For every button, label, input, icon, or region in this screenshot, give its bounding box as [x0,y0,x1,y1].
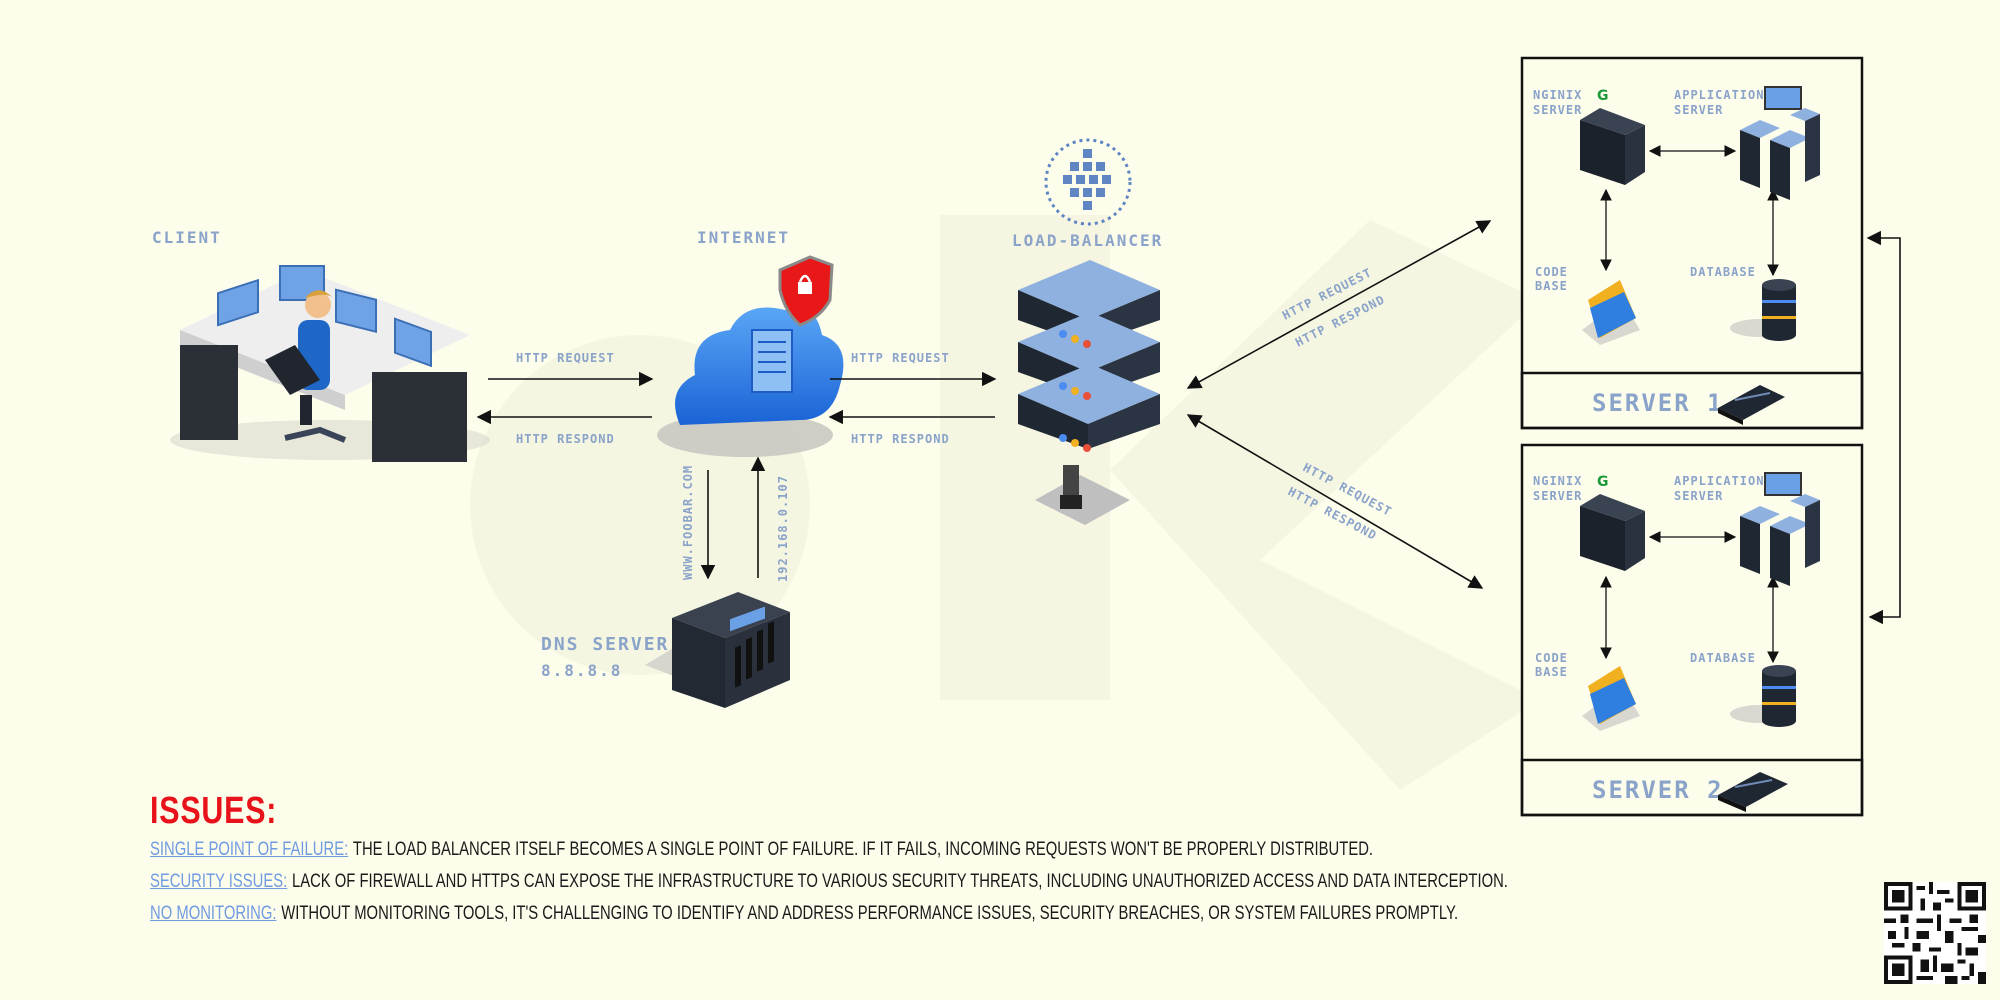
issue-key: SECURITY ISSUES: [150,871,288,892]
server2-codebase-folder-icon [1582,666,1640,731]
shield-icon [778,255,834,327]
issue-text: WITHOUT MONITORING TOOLS, IT'S CHALLENGI… [281,903,1459,924]
dns-answer-label: 192.168.0.107 [776,475,790,582]
server1-code-label-2: BASE [1535,279,1568,293]
server2-app-label: APPLICATION [1674,474,1764,488]
svg-text:G: G [1597,474,1609,490]
server2-db-label: DATABASE [1690,651,1756,665]
client-workstation-icon [170,265,490,462]
server2-name: SERVER 2 [1592,776,1724,804]
dns-ip: 8.8.8.8 [541,661,622,680]
client-label: CLIENT [152,228,222,247]
issue-key: NO MONITORING: [150,903,277,924]
server1-name: SERVER 1 [1592,389,1724,417]
issue-item: SECURITY ISSUES:LACK OF FIREWALL AND HTT… [150,866,1508,898]
svg-text:G: G [1597,88,1609,104]
server1-codebase-folder-icon [1582,280,1640,345]
server2-code-label-2: BASE [1535,665,1568,679]
server1-link-arrow [1186,220,1492,389]
server2-code-label: CODE [1535,651,1568,665]
server2-rack-icon [1718,772,1788,812]
issues-section: ISSUES: SINGLE POINT OF FAILURE:THE LOAD… [150,788,1650,930]
dns-label: DNS SERVER [541,634,669,655]
load-balancer-label: LOAD-BALANCER [1012,231,1163,250]
server1-database-icon [1730,279,1796,341]
server2-nginix-label: NGINIX [1533,474,1582,488]
cloud-icon [657,307,844,457]
load-balancer-server-icon [1018,260,1160,525]
server1-box: SERVER 1 NGINIX SERVER APPLICATION SERVE… [1520,56,1864,430]
load-balancer-logo-icon [1044,138,1132,226]
issues-title: ISSUES: [150,790,278,832]
dns-server-icon [645,592,790,708]
server1-app-label: APPLICATION [1674,88,1764,102]
client-respond-label: HTTP RESPOND [516,432,615,446]
server1-nginix-label: NGINIX [1533,88,1582,102]
server1-nginx-icon: G [1580,88,1645,185]
server2-nginix-label-2: SERVER [1533,489,1582,503]
issue-text: LACK OF FIREWALL AND HTTPS CAN EXPOSE TH… [291,871,1508,892]
issue-item: NO MONITORING:WITHOUT MONITORING TOOLS, … [150,898,1458,930]
qr-code-icon [1884,882,1986,984]
issue-text: THE LOAD BALANCER ITSELF BECOMES A SINGL… [352,839,1374,860]
internet-label: INTERNET [697,228,790,247]
server1-db-label: DATABASE [1690,265,1756,279]
server2-app-server-icon [1740,472,1820,586]
dns-query-label: WWW.FOOBAR.COM [681,465,695,580]
lb-request-label: HTTP REQUEST [851,351,950,365]
server2-box: SERVER 2 NGINIX SERVER APPLICATION SERVE… [1520,443,1864,817]
issue-item: SINGLE POINT OF FAILURE:THE LOAD BALANCE… [150,834,1373,866]
server2-link-arrow [1186,414,1484,589]
server2-app-label-2: SERVER [1674,489,1723,503]
server1-rack-icon [1718,385,1785,425]
server2-nginx-icon: G [1580,474,1645,571]
lb-respond-label: HTTP RESPOND [851,432,950,446]
server-sync-arrow [1866,230,1901,625]
client-request-label: HTTP REQUEST [516,351,615,365]
server1-code-label: CODE [1535,265,1568,279]
server1-app-server-icon [1740,86,1820,200]
issue-key: SINGLE POINT OF FAILURE: [150,839,349,860]
server2-database-icon [1730,665,1796,727]
server1-app-label-2: SERVER [1674,103,1723,117]
server1-nginix-label-2: SERVER [1533,103,1582,117]
